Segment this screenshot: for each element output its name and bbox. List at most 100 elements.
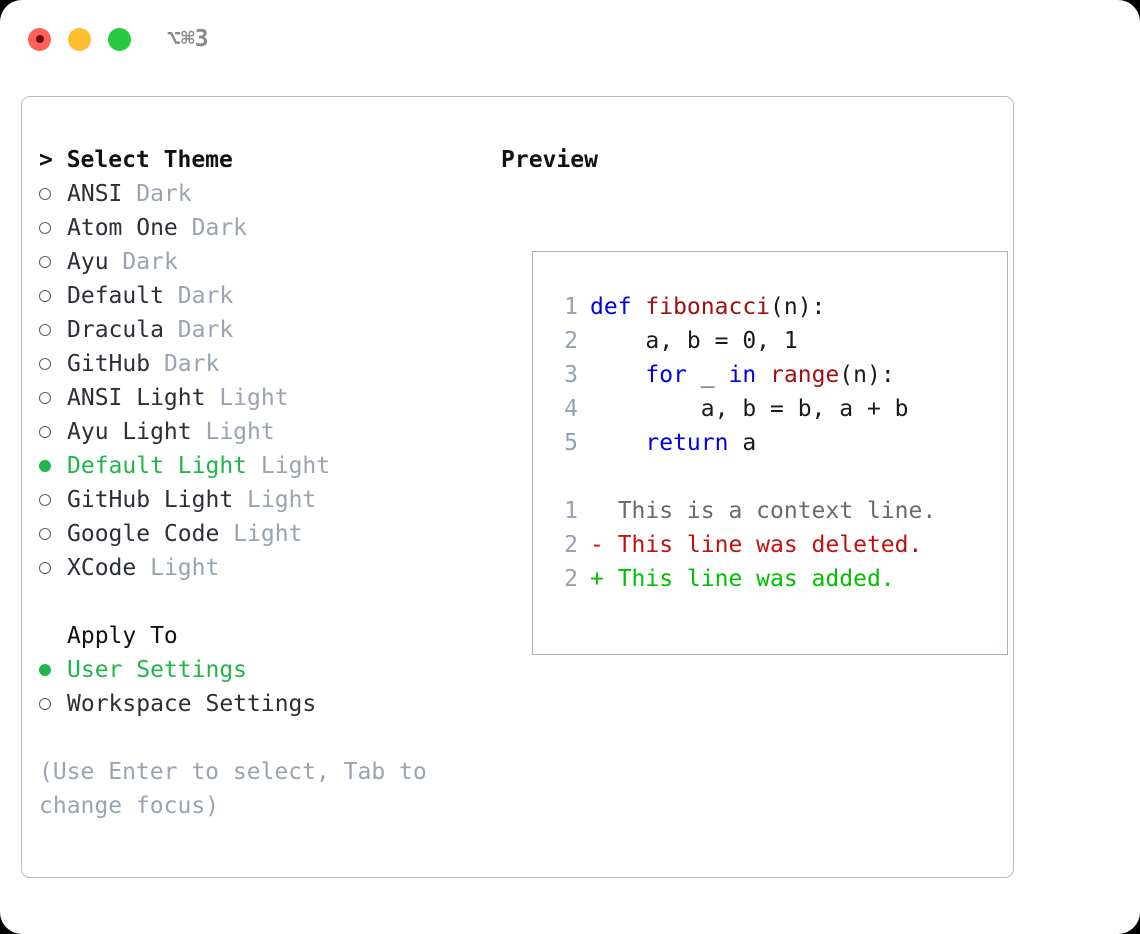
code-token: in xyxy=(728,362,757,388)
theme-name: Google Code xyxy=(67,521,220,547)
radio-dot xyxy=(39,426,51,438)
spacer xyxy=(39,585,489,619)
code-line: 5 return a xyxy=(544,426,936,460)
code-token: a xyxy=(728,430,757,456)
diff-line-text: - This line was deleted. xyxy=(590,532,923,558)
radio-unselected-icon[interactable] xyxy=(39,426,67,438)
radio-unselected-icon[interactable] xyxy=(39,256,67,268)
theme-name: ANSI xyxy=(67,181,123,207)
theme-row[interactable]: XCode Light xyxy=(39,551,489,585)
radio-unselected-icon[interactable] xyxy=(39,290,67,302)
code-token: def xyxy=(590,294,646,320)
theme-row[interactable]: GitHub Light Light xyxy=(39,483,489,517)
theme-variant-badge: Light xyxy=(233,521,303,547)
apply-to-row[interactable]: User Settings xyxy=(39,653,489,687)
theme-label-space xyxy=(122,177,136,211)
diff-line: 1 This is a context line. xyxy=(544,494,936,528)
theme-row[interactable]: Google Code Light xyxy=(39,517,489,551)
close-button[interactable] xyxy=(28,27,51,51)
radio-dot xyxy=(39,698,51,710)
radio-unselected-icon[interactable] xyxy=(39,494,67,506)
code-line: 4 a, b = b, a + b xyxy=(544,392,936,426)
theme-variant-badge: Light xyxy=(205,419,275,445)
code-token: a, b = b, a + b xyxy=(590,396,909,422)
radio-dot xyxy=(39,562,51,574)
theme-variant-badge: Dark xyxy=(177,317,234,343)
theme-name: Default Light xyxy=(67,453,248,479)
code-token: (n): xyxy=(839,362,895,388)
title-bar: ⌥⌘3 xyxy=(0,0,1140,78)
diff-line: 2- This line was deleted. xyxy=(544,528,936,562)
radio-unselected-icon[interactable] xyxy=(39,698,67,710)
radio-unselected-icon[interactable] xyxy=(39,324,67,336)
theme-row[interactable]: Default Light Light xyxy=(39,449,489,483)
theme-row[interactable]: Atom One Dark xyxy=(39,211,489,245)
code-line-text: for _ in range(n): xyxy=(590,358,895,392)
theme-row[interactable]: Ayu Dark xyxy=(39,245,489,279)
line-number: 4 xyxy=(564,396,578,422)
code-token: return xyxy=(645,430,729,456)
radio-unselected-icon[interactable] xyxy=(39,222,67,234)
code-token xyxy=(756,362,770,388)
keyboard-shortcut-label: ⌥⌘3 xyxy=(167,25,209,52)
minimize-button[interactable] xyxy=(68,27,91,51)
maximize-button[interactable] xyxy=(108,27,131,51)
theme-row[interactable]: Ayu Light Light xyxy=(39,415,489,449)
code-line-text: def fibonacci(n): xyxy=(590,290,825,324)
theme-label-space xyxy=(150,347,164,381)
code-line: 2 a, b = 0, 1 xyxy=(544,324,936,358)
theme-name: Atom One xyxy=(67,215,178,241)
line-number: 2 xyxy=(564,328,578,354)
radio-dot xyxy=(39,528,51,540)
line-number: 2 xyxy=(564,566,578,592)
radio-unselected-icon[interactable] xyxy=(39,562,67,574)
theme-row[interactable]: ANSI Light Light xyxy=(39,381,489,415)
radio-dot xyxy=(39,290,51,302)
radio-selected-icon[interactable] xyxy=(39,664,67,676)
theme-name: Default xyxy=(67,283,164,309)
theme-variant-badge: Dark xyxy=(136,181,192,207)
code-line: 3 for _ in range(n): xyxy=(544,358,936,392)
radio-unselected-icon[interactable] xyxy=(39,188,67,200)
theme-variant-badge: Light xyxy=(150,555,220,581)
radio-dot xyxy=(39,324,51,336)
apply-to-row[interactable]: Workspace Settings xyxy=(39,687,489,721)
code-token xyxy=(590,430,645,456)
radio-selected-icon[interactable] xyxy=(39,460,67,472)
theme-variant-badge: Dark xyxy=(177,283,234,309)
preview-heading: Preview xyxy=(501,147,598,173)
code-token: for xyxy=(645,362,687,388)
code-token: a, b = 0, 1 xyxy=(590,328,798,354)
diff-line-text: This is a context line. xyxy=(590,498,937,524)
radio-unselected-icon[interactable] xyxy=(39,392,67,404)
theme-variant-badge: Dark xyxy=(191,215,248,241)
radio-unselected-icon[interactable] xyxy=(39,358,67,370)
theme-row[interactable]: GitHub Dark xyxy=(39,347,489,381)
theme-row[interactable]: Dracula Dark xyxy=(39,313,489,347)
theme-name: Dracula xyxy=(67,317,164,343)
theme-variant-badge: Light xyxy=(260,453,331,479)
theme-variant-badge: Light xyxy=(219,385,289,411)
theme-label-space xyxy=(233,483,247,517)
radio-dot xyxy=(39,460,51,472)
radio-unselected-icon[interactable] xyxy=(39,528,67,540)
theme-row[interactable]: Default Dark xyxy=(39,279,489,313)
theme-label-space xyxy=(164,313,178,347)
code-token: (n): xyxy=(770,294,826,320)
theme-variant-badge: Light xyxy=(247,487,317,513)
code-token xyxy=(590,362,645,388)
code-blank-line xyxy=(544,460,936,494)
theme-name: ANSI Light xyxy=(67,385,206,411)
theme-row[interactable]: ANSI Dark xyxy=(39,177,489,211)
radio-dot xyxy=(39,392,51,404)
line-number: 3 xyxy=(564,362,578,388)
theme-name: GitHub xyxy=(67,351,151,377)
diff-line-text: + This line was added. xyxy=(590,566,895,592)
theme-label-space xyxy=(219,517,233,551)
